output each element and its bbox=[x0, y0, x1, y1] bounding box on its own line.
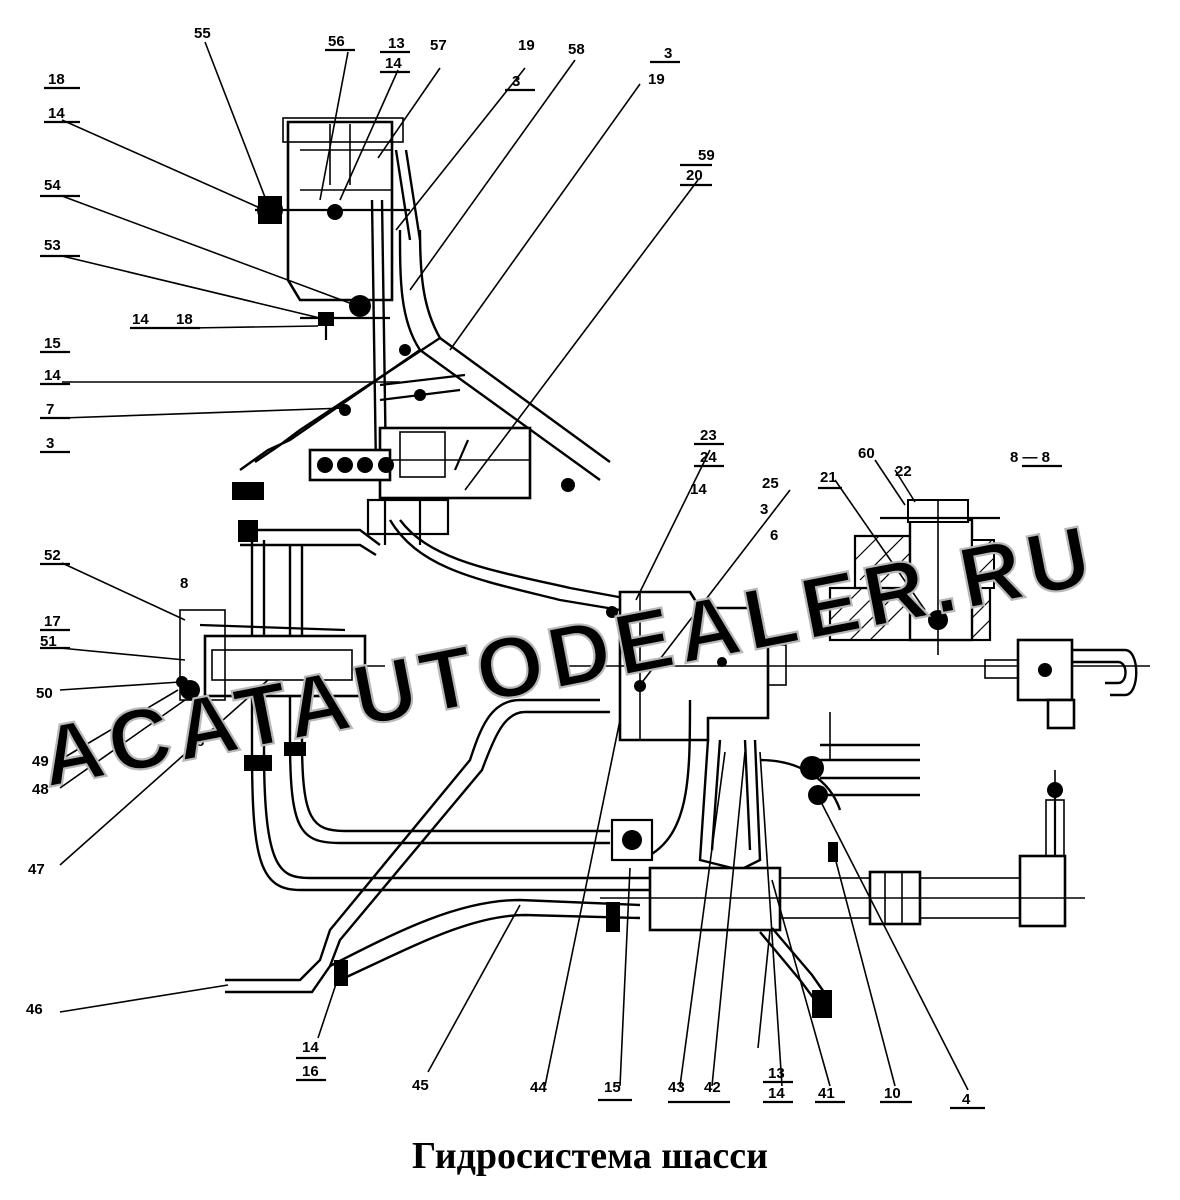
callout-25: 25 bbox=[762, 475, 779, 492]
section-8-8-view bbox=[828, 499, 1000, 655]
callout-14: 14 bbox=[132, 311, 149, 328]
callout-14: 14 bbox=[44, 367, 61, 384]
callout-22: 22 bbox=[895, 463, 912, 480]
callout-17: 17 bbox=[44, 613, 61, 630]
leader-lines bbox=[59, 41, 969, 1091]
callout-53: 53 bbox=[44, 237, 61, 254]
callout-8: 8 bbox=[196, 733, 204, 750]
callout-52: 52 bbox=[44, 547, 61, 564]
callout-55: 55 bbox=[194, 25, 211, 42]
callout-3: 3 bbox=[760, 501, 768, 518]
y-pipe-manifold bbox=[239, 229, 611, 492]
callout-48: 48 bbox=[32, 781, 49, 798]
callout-15: 15 bbox=[604, 1079, 621, 1096]
callout-45: 45 bbox=[412, 1077, 429, 1094]
callout-16: 16 bbox=[302, 1063, 319, 1080]
callout-15: 15 bbox=[44, 335, 61, 352]
callout-8: 8 bbox=[180, 575, 188, 592]
callout-13: 13 bbox=[388, 35, 405, 52]
callout-14: 14 bbox=[385, 55, 402, 72]
pump-assembly bbox=[176, 528, 385, 771]
callout-44: 44 bbox=[530, 1079, 547, 1096]
callout-10: 10 bbox=[884, 1085, 901, 1102]
callout-58: 58 bbox=[568, 41, 585, 58]
callout-47: 47 bbox=[28, 861, 45, 878]
callout-14: 14 bbox=[302, 1039, 319, 1056]
callout-14: 14 bbox=[690, 481, 707, 498]
callout-3: 3 bbox=[46, 435, 54, 452]
watermark-text: ACATAUTODEALER.RU bbox=[33, 507, 1103, 806]
callout-19: 19 bbox=[648, 71, 665, 88]
callout-underlines bbox=[40, 48, 1062, 1110]
callout-49: 49 bbox=[32, 753, 49, 770]
right-valve-assembly bbox=[984, 638, 1138, 730]
callout-56: 56 bbox=[328, 33, 345, 50]
callout-41: 41 bbox=[818, 1085, 835, 1102]
diagram-title: Гидросистема шасси bbox=[412, 1135, 768, 1177]
callout-4: 4 bbox=[962, 1091, 971, 1108]
callout-3: 3 bbox=[664, 45, 672, 62]
callout-13: 13 bbox=[768, 1065, 785, 1082]
callout-60: 60 bbox=[858, 445, 875, 462]
callout-50: 50 bbox=[36, 685, 53, 702]
callout-43: 43 bbox=[668, 1079, 685, 1096]
callout-3: 3 bbox=[512, 73, 520, 90]
callout-23: 23 bbox=[700, 427, 717, 444]
steering-cylinder bbox=[600, 770, 1085, 1018]
callout-42: 42 bbox=[704, 1079, 721, 1096]
callout-51: 51 bbox=[40, 633, 57, 650]
callout-6: 6 bbox=[770, 527, 778, 544]
steering-gear-housing bbox=[560, 590, 1150, 872]
callout-7: 7 bbox=[46, 401, 54, 418]
callout-18: 18 bbox=[176, 311, 193, 328]
callout-14: 14 bbox=[48, 105, 65, 122]
hydraulic-tank bbox=[255, 117, 422, 471]
distribution-valve-block bbox=[232, 426, 532, 545]
callout-18: 18 bbox=[48, 71, 65, 88]
callout-19: 19 bbox=[518, 37, 535, 54]
callout-labels: 55 56 13 14 57 19 3 58 3 19 59 20 18 14 … bbox=[26, 25, 1050, 1108]
callout-24: 24 bbox=[700, 449, 717, 466]
section-label: 8 — 8 bbox=[1010, 449, 1050, 466]
callout-54: 54 bbox=[44, 177, 61, 194]
callout-46: 46 bbox=[26, 1001, 43, 1018]
callout-59: 59 bbox=[698, 147, 715, 164]
callout-14: 14 bbox=[768, 1085, 785, 1102]
callout-20: 20 bbox=[686, 167, 703, 184]
callout-21: 21 bbox=[820, 469, 837, 486]
callout-57: 57 bbox=[430, 37, 447, 54]
